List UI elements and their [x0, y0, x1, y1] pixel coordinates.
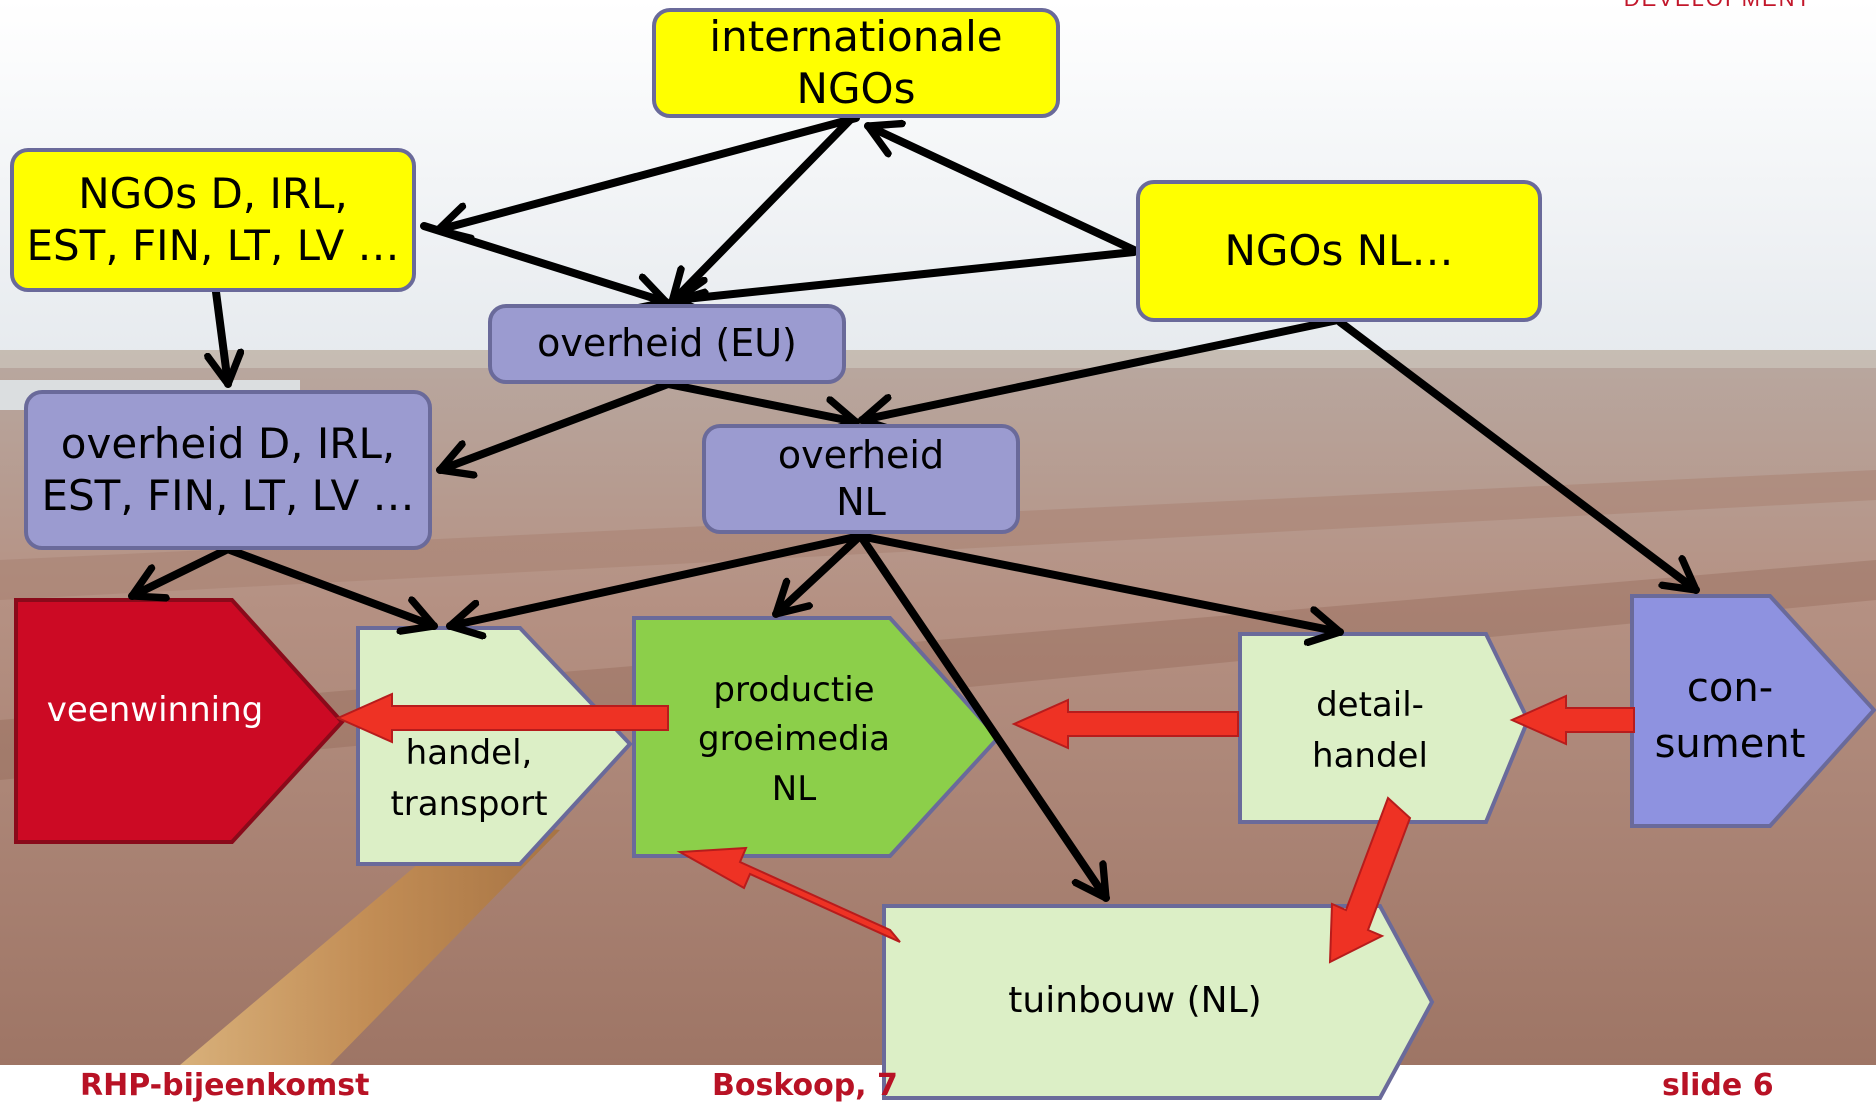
- label-productie-groeimedia: productie groeimedia NL: [698, 670, 890, 809]
- influence-arrow-overheid-nl-to-handel: [446, 532, 864, 626]
- influence-arrow-overheid-d-to-handel: [226, 546, 438, 626]
- chain-tuinbouw-shape: [882, 904, 1435, 1100]
- node-ngos-nl: NGOs NL…: [1136, 180, 1542, 322]
- influence-arrow-overheid-eu-to-overheid-d: [436, 380, 672, 470]
- label-consument: con- sument: [1654, 665, 1806, 767]
- node-internationale-ngos: internationale NGOs: [652, 8, 1060, 118]
- flow-arrow-productie-to-handel: [335, 692, 669, 744]
- footer-location-date: Boskoop, 7: [712, 1068, 898, 1103]
- influence-arrow-overheid-nl-to-productie: [772, 532, 864, 618]
- footer-slide-number: slide 6: [1662, 1068, 1774, 1103]
- node-ngos-d-irl: NGOs D, IRL, EST, FIN, LT, LV …: [10, 148, 416, 292]
- label-handel-transport: handel, transport: [390, 733, 548, 824]
- chain-consument-shape: [1630, 594, 1876, 828]
- influence-arrow-overheid-nl-to-detail: [856, 532, 1344, 632]
- influence-arrow-ngos-d-to-overheid-eu: [420, 222, 670, 302]
- chain-productie-shape: [632, 616, 1001, 858]
- flow-arrow-detail-to-productie: [1011, 698, 1239, 750]
- influence-arrow-overheid-d-to-veenwinning: [128, 546, 230, 596]
- influence-arrow-ngos-nl-to-intl: [864, 126, 1138, 254]
- label-detailhandel: detail- handel: [1312, 685, 1428, 776]
- influence-arrow-ngos-nl-to-overheid-eu: [672, 248, 1138, 300]
- flow-arrow-consument-to-detail: [1509, 694, 1635, 746]
- footer-event-name: RHP-bijeenkomst: [80, 1068, 370, 1103]
- influence-arrow-overheid-eu-to-overheid-nl: [664, 380, 860, 422]
- influence-arrow-intl-to-overheid-eu: [668, 114, 856, 306]
- corner-logo-text: DEVELOPMENT: [1624, 0, 1812, 12]
- flow-arrow-detail-to-tuinbouw: [1328, 796, 1412, 964]
- node-overheid-d-irl: overheid D, IRL, EST, FIN, LT, LV …: [24, 390, 432, 550]
- node-overheid-nl: overheid NL: [702, 424, 1020, 534]
- influence-arrow-intl-to-ngos-d: [434, 114, 860, 230]
- node-overheid-eu: overheid (EU): [488, 304, 846, 384]
- influence-arrow-ngos-nl-to-consument: [1336, 318, 1700, 594]
- chain-detail-shape: [1238, 632, 1531, 824]
- label-veenwinning: veenwinning: [46, 690, 264, 730]
- label-tuinbouw: tuinbouw (NL): [1008, 980, 1262, 1021]
- chain-veenwinning-shape: [14, 598, 345, 844]
- chain-handel-shape: [356, 626, 633, 866]
- influence-arrow-ngos-d-to-overheid-d: [216, 288, 228, 388]
- influence-arrow-overheid-nl-to-tuinbouw: [858, 534, 1110, 902]
- flow-arrow-tuinbouw-to-productie: [676, 846, 901, 943]
- influence-arrow-ngos-nl-to-overheid-nl: [858, 316, 1342, 420]
